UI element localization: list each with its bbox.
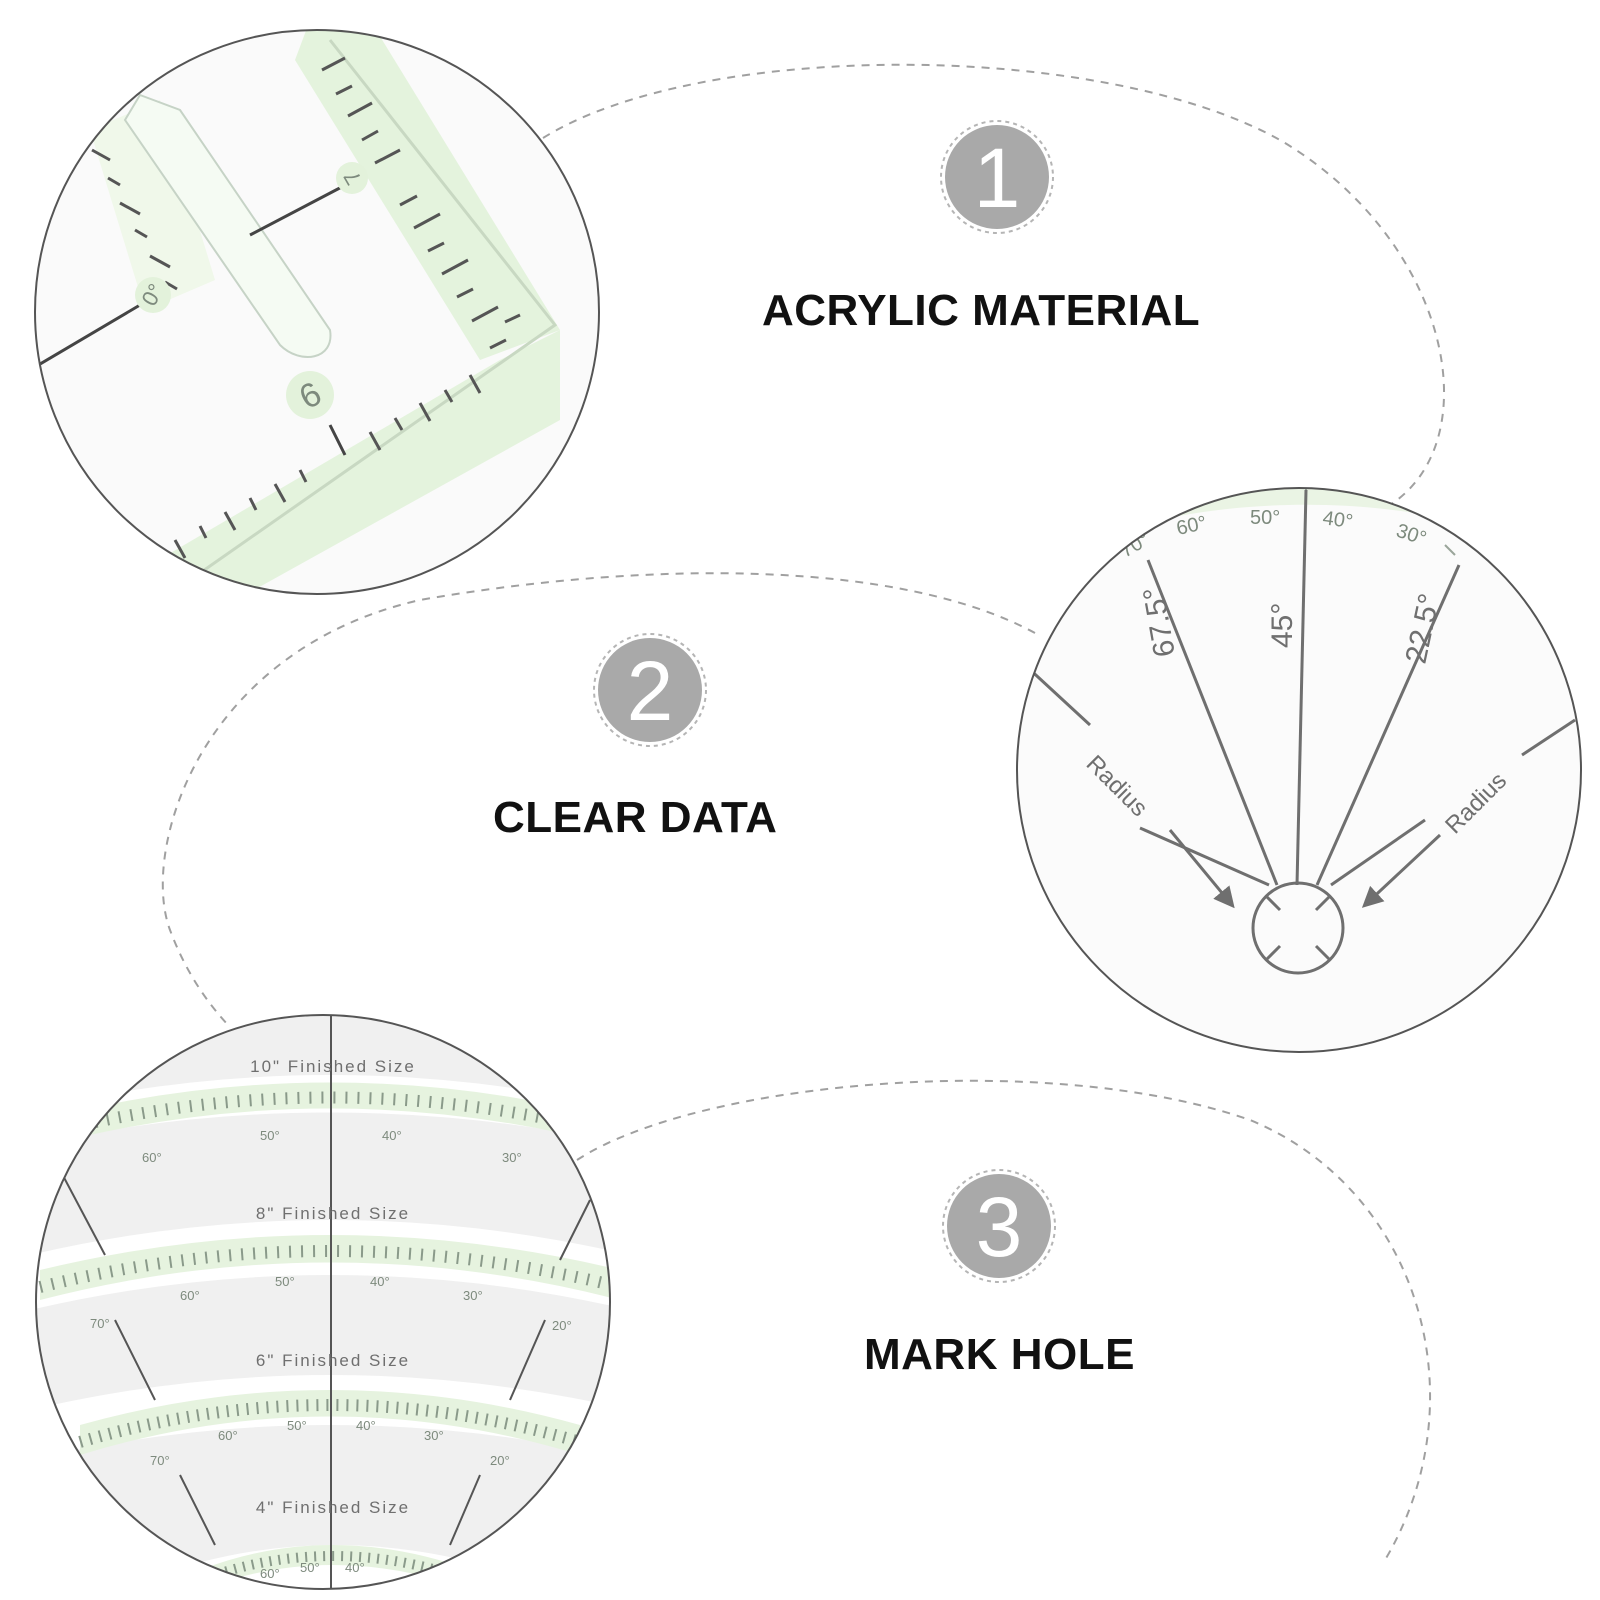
band3-deg-70: 70° <box>150 1453 170 1468</box>
finished-size-8: 8" Finished Size <box>256 1204 410 1223</box>
acrylic-edge-left <box>90 100 215 310</box>
badge-3: 3 <box>942 1169 1056 1283</box>
scale-band-4 <box>200 1545 470 1589</box>
finished-size-6: 6" Finished Size <box>256 1351 410 1370</box>
badge-2-number: 2 <box>627 644 674 738</box>
zoom-circle-acrylic: 0° 6 7 <box>34 29 600 595</box>
scale-band-10 <box>60 1082 600 1142</box>
connector-1 <box>542 63 1445 506</box>
band3-deg-40: 40° <box>356 1418 376 1433</box>
band2-deg-70: 70° <box>90 1316 110 1331</box>
badge-1: 1 <box>940 120 1054 234</box>
fan-degree-40: 40° <box>1321 507 1354 533</box>
feature-title-clear-data: CLEAR DATA <box>493 793 778 842</box>
band2-deg-40: 40° <box>370 1274 390 1289</box>
fan-degree-50: 50° <box>1250 507 1280 529</box>
band3-deg-50: 50° <box>287 1418 307 1433</box>
scale-band-6 <box>80 1390 580 1455</box>
zoom-circle-clear-data: 70° 60° 50° 40° 30° 67.5° 45° 22.5° <box>1016 487 1582 1053</box>
connector-2 <box>161 572 1036 1026</box>
feature-title-mark-hole: MARK HOLE <box>864 1330 1135 1379</box>
band3-deg-30: 30° <box>424 1428 444 1443</box>
badge-1-number: 1 <box>974 131 1021 225</box>
zoom-circle-mark-hole: 10" Finished Size 8" Finished Size 6" Fi… <box>35 1014 611 1590</box>
band1-deg-50: 50° <box>260 1128 280 1143</box>
band2-deg-50: 50° <box>275 1274 295 1289</box>
scale-band-8 <box>40 1235 610 1300</box>
badge-3-number: 3 <box>976 1180 1023 1274</box>
dashed-connectors <box>161 63 1445 1561</box>
band2-deg-60: 60° <box>180 1288 200 1303</box>
connector-3 <box>576 1079 1432 1561</box>
band1-deg-30: 30° <box>502 1150 522 1165</box>
finished-size-10: 10" Finished Size <box>250 1057 416 1076</box>
acrylic-edge-right <box>295 30 560 360</box>
fan-angle-45: 45° <box>1266 603 1299 648</box>
band3-deg-20: 20° <box>490 1453 510 1468</box>
finished-size-4: 4" Finished Size <box>256 1498 410 1517</box>
band1-deg-40: 40° <box>382 1128 402 1143</box>
band2-deg-20: 20° <box>552 1318 572 1333</box>
band4-deg-60: 60° <box>260 1566 280 1581</box>
band3-deg-60: 60° <box>218 1428 238 1443</box>
feature-title-acrylic: ACRYLIC MATERIAL <box>762 286 1201 335</box>
band4-deg-50: 50° <box>300 1560 320 1575</box>
acrylic-clear-bar <box>123 93 332 358</box>
band1-deg-60: 60° <box>142 1150 162 1165</box>
badge-2: 2 <box>593 633 707 747</box>
band2-deg-30: 30° <box>463 1288 483 1303</box>
acrylic-edge-bottom <box>150 330 560 594</box>
mark-hole <box>1251 881 1345 975</box>
band4-deg-40: 40° <box>345 1560 365 1575</box>
